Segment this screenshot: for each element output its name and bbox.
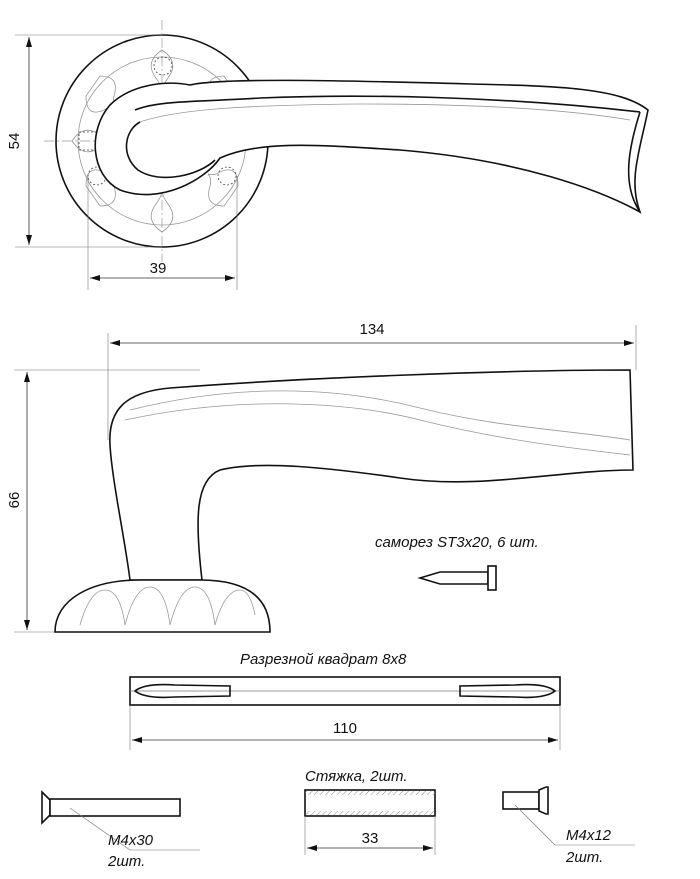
self-tapping-screw: саморез ST3x20, 6 шт.	[375, 534, 539, 591]
dim-length-110: 110	[333, 720, 357, 737]
connector-label: Стяжка, 2шт.	[305, 768, 408, 785]
screw-label: саморез ST3x20, 6 шт.	[375, 534, 539, 551]
handle-side	[109, 369, 634, 581]
bolt-long-qty: 2шт.	[107, 853, 145, 870]
top-view: 54 39	[6, 20, 649, 290]
square-spindle: Разрезной квадрат 8x8 110	[129, 651, 561, 750]
dim-width-39: 39	[150, 260, 167, 277]
bolt-m4x12: M4x12 2шт.	[502, 786, 635, 866]
dim-length-33: 33	[362, 830, 379, 847]
bolt-m4x30: M4x30 2шт.	[41, 790, 200, 870]
handle-lever-top	[94, 79, 649, 214]
dim-height-66: 66	[6, 492, 23, 509]
connector-tube: Стяжка, 2шт. 33	[304, 768, 436, 855]
bolt-short-qty: 2шт.	[565, 849, 603, 866]
dim-length-134: 134	[359, 321, 384, 338]
spindle-label: Разрезной квадрат 8x8	[240, 651, 407, 668]
rosette-base	[54, 579, 271, 633]
bolt-long-size: M4x30	[108, 832, 154, 849]
side-view: 134 66	[6, 321, 637, 633]
dim-height-54: 54	[6, 133, 23, 150]
bolt-short-size: M4x12	[566, 827, 612, 844]
